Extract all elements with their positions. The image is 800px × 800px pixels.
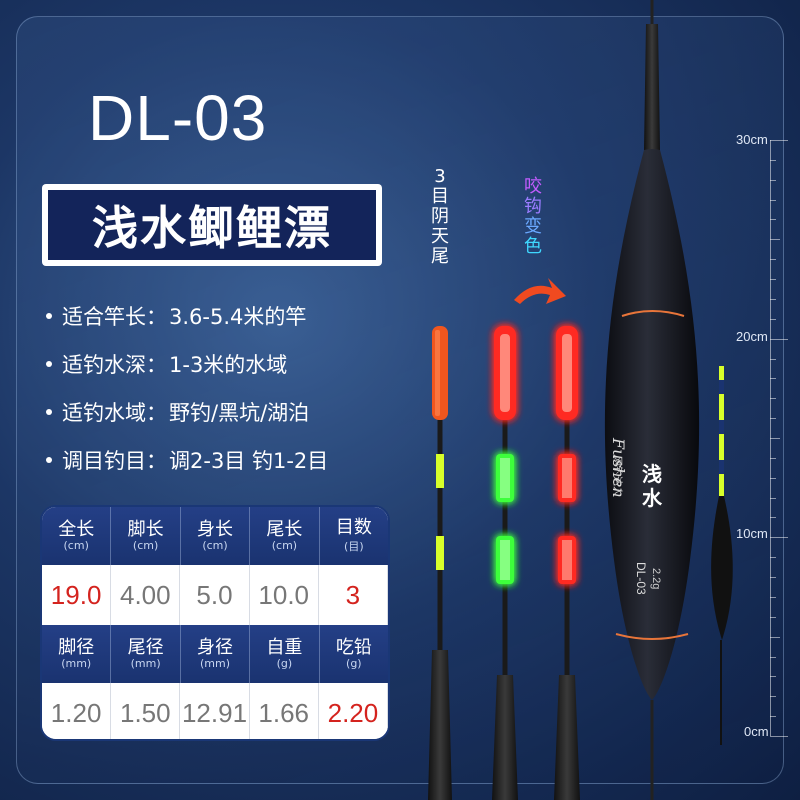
overcast-tail-label: 3目阴天尾 [430,167,450,267]
ruler-label-10: 10cm [736,526,768,541]
table-cell-marks: 3 [319,565,388,625]
table-cell-body-length: 5.0 [180,565,250,625]
ruler-tick [770,537,788,539]
spec-water-depth: 适钓水深： 1-3米的水域 [46,340,328,388]
table-header-row: 全长(cm) 脚长(cm) 身长(cm) 尾长(cm) 目数(目) [42,507,388,565]
ruler-label-20: 20cm [736,329,768,344]
bite-char: 色 [524,236,542,257]
table-header-cell: 身径(mm) [181,625,251,683]
table-header-row: 脚径(mm) 尾径(mm) 身径(mm) 自重(g) 吃铅(g) [42,625,388,683]
ruler-tick [770,457,776,459]
ruler-label-30: 30cm [736,132,768,147]
table-cell-total-length: 19.0 [42,565,112,625]
ruler-tick [770,179,776,181]
ruler-tick [770,497,776,499]
ruler-tick [770,517,776,519]
spec-list: 适合竿长： 3.6-5.4米的竿 适钓水深： 1-3米的水域 适钓水域： 野钓/… [46,292,328,484]
ruler-tick [770,358,776,360]
spec-rod-length: 适合竿长： 3.6-5.4米的竿 [46,292,328,340]
bite-char: 钩 [524,196,542,217]
ruler-tick [770,676,776,678]
bullet-icon [46,409,52,415]
float-weight-text: 2.2g [650,568,662,590]
ruler-tick [770,557,776,559]
bite-color-change-label: 咬 钩 变 色 [523,177,543,257]
ruler-tick [770,259,776,261]
table-cell-tail-length: 10.0 [250,565,319,625]
bite-char: 变 [524,216,542,237]
float-body [604,0,700,800]
ruler-tick [770,199,776,201]
product-title: 浅水鲫鲤漂 [48,190,376,260]
ruler-tick [770,398,776,400]
ruler-tick [770,378,776,380]
table-header-cell: 尾径(mm) [111,625,181,683]
spec-label: 适钓水域： [62,401,167,425]
table-cell-foot-length: 4.00 [111,565,181,625]
table-header-cell: 脚径(mm) [42,625,112,683]
ruler-tick [770,596,776,598]
spec-label: 适钓水深： [62,353,167,377]
table-header-cell: 全长(cm) [42,507,112,565]
ruler-tick [770,716,776,718]
ruler-tick [770,636,780,638]
ruler-tick [770,616,776,618]
spec-value: 调2-3目 钓1-2目 [169,449,329,473]
ruler-tick [770,438,780,439]
table-header-cell: 自重(g) [250,625,320,683]
ruler-tick [770,656,776,658]
spec-tuning: 调目钓目： 调2-3目 钓1-2目 [46,436,328,484]
ruler-tick [770,279,776,281]
ruler-tick [770,219,776,221]
tail-glow-before [492,326,518,800]
spec-table: 全长(cm) 脚长(cm) 身长(cm) 尾长(cm) 目数(目) 19.0 4… [40,505,390,741]
ruler-tick [770,298,776,300]
spec-value: 1-3米的水域 [169,353,288,377]
table-header-cell: 尾长(cm) [250,507,320,565]
overcast-tail-text: 3目阴天尾 [431,166,449,267]
table-header-cell: 身长(cm) [181,507,251,565]
ruler-tick [770,577,776,579]
bullet-icon [46,361,52,367]
table-header-cell: 吃铅(g) [335,636,372,671]
tail-overcast [428,326,452,800]
table-cell-body-diameter: 12.91 [180,683,250,739]
table-cell-lead-capacity: 2.20 [319,683,388,739]
ruler-tick [770,477,776,479]
float-brand-sub: 网钓达人 [611,456,622,496]
ruler-tick [770,418,776,420]
bullet-icon [46,313,52,319]
float-name: 浅水 [642,462,662,510]
bite-char: 咬 [524,176,542,197]
ruler-tick [770,239,780,241]
change-arrow-icon [514,278,566,304]
table-cell-self-weight: 1.66 [250,683,319,739]
table-header-cell: 脚长(cm) [111,507,181,565]
ruler-label-0: 0cm [744,724,769,739]
table-row: 19.0 4.00 5.0 10.0 3 [42,565,388,625]
ruler-tick [770,696,776,698]
product-title-box: 浅水鲫鲤漂 [42,184,382,266]
table-cell-tail-diameter: 1.50 [111,683,181,739]
ruler-tick [770,159,776,161]
spec-label: 调目钓目： [62,449,167,473]
table-cell-foot-diameter: 1.20 [42,683,112,739]
float-model-text: DL-03 [634,562,648,595]
bullet-icon [46,457,52,463]
length-ruler: 30cm 20cm 10cm 0cm [736,132,800,740]
small-float [711,366,733,745]
spec-label: 适合竿长： [62,305,167,329]
spec-water-area: 适钓水域： 野钓/黑坑/湖泊 [46,388,328,436]
table-row: 1.20 1.50 12.91 1.66 2.20 [42,683,388,739]
ruler-tick [770,318,776,320]
tail-glow-after [554,326,580,800]
table-header-cell: 目数(目) [335,517,372,553]
ruler-tick [770,736,788,737]
ruler-tick [770,338,788,340]
model-number: DL-03 [88,82,268,154]
spec-value: 3.6-5.4米的竿 [169,305,307,329]
ruler-tick [770,140,788,141]
spec-value: 野钓/黑坑/湖泊 [169,401,310,425]
